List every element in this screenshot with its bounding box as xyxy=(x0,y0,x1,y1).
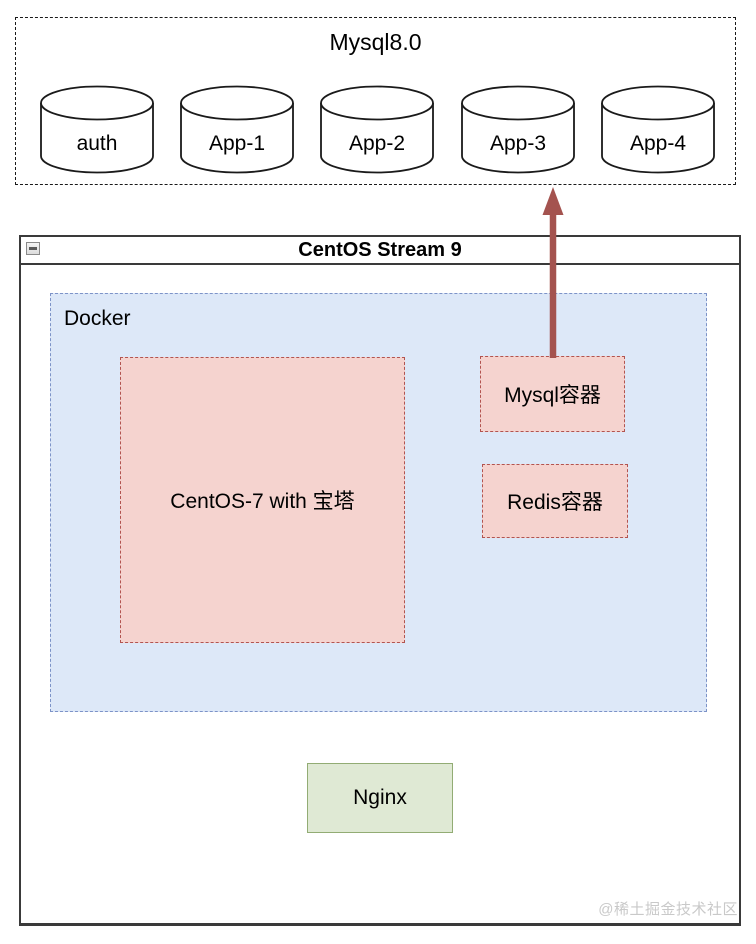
container-label: Mysql容器 xyxy=(504,384,601,407)
database-cylinder-app-3: App-3 xyxy=(460,85,576,174)
database-icon xyxy=(40,85,154,174)
database-icon xyxy=(180,85,294,174)
window-title: CentOS Stream 9 xyxy=(298,238,462,261)
window-minimize-icon xyxy=(26,242,40,255)
nginx-box: Nginx xyxy=(307,763,453,833)
database-label: App-3 xyxy=(489,132,547,155)
database-icon xyxy=(461,85,575,174)
window-titlebar: CentOS Stream 9 xyxy=(21,237,739,265)
database-icon xyxy=(320,85,434,174)
container-label: Redis容器 xyxy=(507,491,603,514)
minimize-bar xyxy=(29,247,37,250)
database-cylinder-auth: auth xyxy=(39,85,155,174)
nginx-label: Nginx xyxy=(353,786,407,809)
database-icon xyxy=(601,85,715,174)
database-cylinder-app-1: App-1 xyxy=(179,85,295,174)
container-centos7-baota: CentOS-7 with 宝塔 xyxy=(120,357,405,643)
database-label: App-2 xyxy=(348,132,406,155)
container-mysql: Mysql容器 xyxy=(480,356,625,432)
database-label: App-1 xyxy=(208,132,266,155)
database-label: App-4 xyxy=(629,132,687,155)
watermark: @稀土掘金技术社区 xyxy=(598,901,738,918)
container-label: CentOS-7 with 宝塔 xyxy=(170,490,355,513)
mysql-cluster-title: Mysql8.0 xyxy=(329,29,422,55)
database-cylinder-app-2: App-2 xyxy=(319,85,435,174)
container-redis: Redis容器 xyxy=(482,464,628,538)
docker-label: Docker xyxy=(64,307,131,330)
database-label: auth xyxy=(76,132,118,155)
database-cylinder-app-4: App-4 xyxy=(600,85,716,174)
